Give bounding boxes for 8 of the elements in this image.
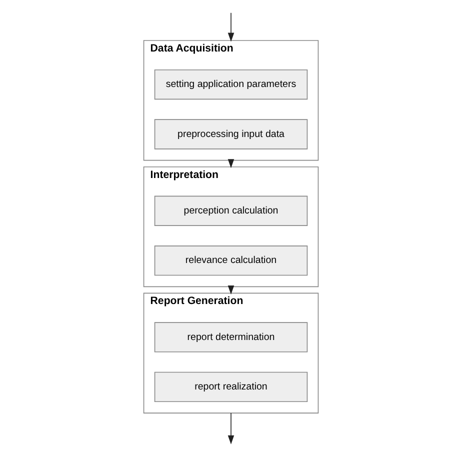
node-box: setting application parameters (154, 69, 308, 100)
node-box: relevance calculation (154, 246, 308, 276)
arrow (228, 12, 234, 42)
arrow (228, 412, 234, 444)
node-box: report determination (154, 322, 308, 352)
node-box: perception calculation (154, 196, 308, 226)
node-box: report realization (154, 372, 308, 402)
node-box: preprocessing input data (154, 119, 308, 150)
